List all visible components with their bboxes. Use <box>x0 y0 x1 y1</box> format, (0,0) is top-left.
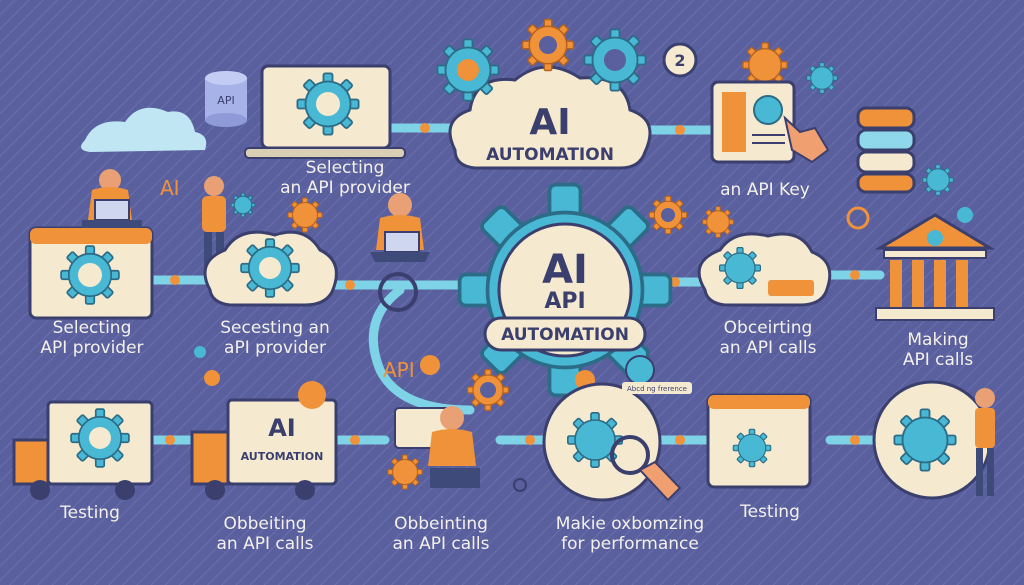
caption-line: Testing <box>740 502 800 522</box>
ai-tag-left: AI <box>160 176 180 200</box>
browser-window-left <box>28 226 154 320</box>
center-badge-api: API <box>544 289 585 314</box>
server-stack-icon <box>856 106 916 194</box>
connector-ring <box>378 272 418 312</box>
caption-line: an API calls <box>719 338 817 358</box>
truck-sign-automation: AUTOMATION <box>241 450 324 463</box>
testing-browser-window <box>706 393 812 489</box>
cloud-with-gear-right <box>697 232 832 307</box>
step-caption-obbeinting-calls: Obbeinting an API calls <box>366 514 516 554</box>
api-database-icon <box>205 71 247 127</box>
gear-icon-right <box>922 164 954 196</box>
caption-line: API provider <box>40 338 144 358</box>
optimization-magnifier <box>542 382 682 502</box>
caption-line: Obbeiting <box>223 514 307 534</box>
caption-line: Secesting an <box>220 318 330 338</box>
caption-line: Obbeinting <box>394 514 488 534</box>
central-ai-api-gear <box>457 182 673 398</box>
caption-line: an API provider <box>280 178 410 198</box>
delivery-truck-ai <box>190 381 338 500</box>
gear-icon-small-orange <box>287 197 323 233</box>
step-caption-selecting-provider-left: Selecting API provider <box>22 318 162 358</box>
caption-line: an API Key <box>720 180 810 200</box>
step-caption-selecting-provider-top: Selecting an API provider <box>270 158 420 198</box>
caption-line: for performance <box>561 534 699 554</box>
step-number-badge: 2 <box>674 51 685 70</box>
sky-cloud <box>81 107 207 152</box>
laptop-icon-top <box>244 64 406 159</box>
step-caption-making-calls: Making API calls <box>868 330 1008 370</box>
caption-line: Makie oxbomzing <box>555 514 705 534</box>
person-with-laptop-left <box>82 169 142 228</box>
pipe-curve <box>368 285 475 415</box>
step-caption-obbeiting-calls: Obbeiting an API calls <box>195 514 335 554</box>
center-badge-automation: AUTOMATION <box>501 325 629 345</box>
cloud-title-ai: AI <box>529 102 570 143</box>
center-badge-ai: AI <box>542 247 588 293</box>
gear-cluster-top <box>436 18 838 102</box>
api-database-label: API <box>217 94 234 107</box>
person-with-laptop-bottom <box>387 406 480 490</box>
tiny-banner: Abcd ng frerence <box>627 385 687 393</box>
cloud-title-automation: AUTOMATION <box>486 145 614 165</box>
person-with-laptop-center <box>370 193 430 262</box>
step-caption-secesting-provider: Secesting an aPI provider <box>200 318 350 358</box>
caption-line: Testing <box>60 503 120 523</box>
caption-line: Making <box>907 330 969 350</box>
caption-line: Obceirting <box>723 318 813 338</box>
step-caption-testing-right: Testing <box>710 502 830 522</box>
decorative-bubbles <box>194 206 973 492</box>
caption-line: API calls <box>902 350 974 370</box>
pipe-arrow-markers <box>165 123 860 445</box>
hand-pointer-icon-top <box>783 115 830 164</box>
caption-line: an API calls <box>392 534 490 554</box>
delivery-truck-left <box>12 400 154 500</box>
step-caption-obceirting-calls: Obceirting an API calls <box>698 318 838 358</box>
api-key-document-icon <box>710 80 796 164</box>
caption-line: Selecting <box>305 158 385 178</box>
step-caption-testing-left: Testing <box>30 503 150 523</box>
cloud-with-gear-left <box>203 230 338 307</box>
final-gear-with-person <box>872 380 995 500</box>
caption-line: an API calls <box>216 534 314 554</box>
api-tag-left: API <box>383 358 415 382</box>
caption-line: aPI provider <box>224 338 326 358</box>
step-caption-api-key: an API Key <box>705 180 825 200</box>
bank-building-icon <box>874 213 996 321</box>
truck-sign-ai: AI <box>268 414 296 442</box>
caption-line: Selecting <box>52 318 132 338</box>
step-caption-optimizing-performance: Makie oxbomzing for performance <box>540 514 720 554</box>
